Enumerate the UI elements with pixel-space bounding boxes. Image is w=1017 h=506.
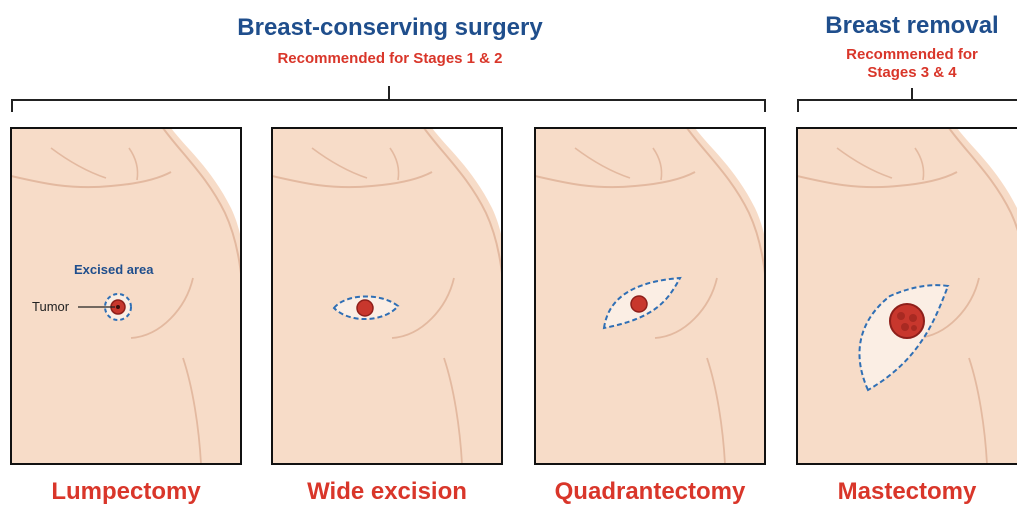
panel-label-lumpectomy: Lumpectomy <box>11 478 241 506</box>
panel-wide-excision <box>272 128 512 464</box>
tumor-label: Tumor <box>32 299 69 315</box>
panel-label-quadrantectomy: Quadrantectomy <box>535 478 765 506</box>
panel-mastectomy <box>797 128 1017 464</box>
removal-bracket <box>798 88 1017 112</box>
tumor-mark <box>631 296 647 312</box>
tumor-mark <box>890 304 924 338</box>
tumor-mark <box>357 300 373 316</box>
excised-area-label: Excised area <box>74 262 154 278</box>
panel-label-mastectomy: Mastectomy <box>797 478 1017 506</box>
panel-quadrantectomy <box>535 128 775 464</box>
conserving-bracket <box>12 86 765 112</box>
panel-label-wide-excision: Wide excision <box>272 478 502 506</box>
panel-lumpectomy <box>11 128 251 464</box>
